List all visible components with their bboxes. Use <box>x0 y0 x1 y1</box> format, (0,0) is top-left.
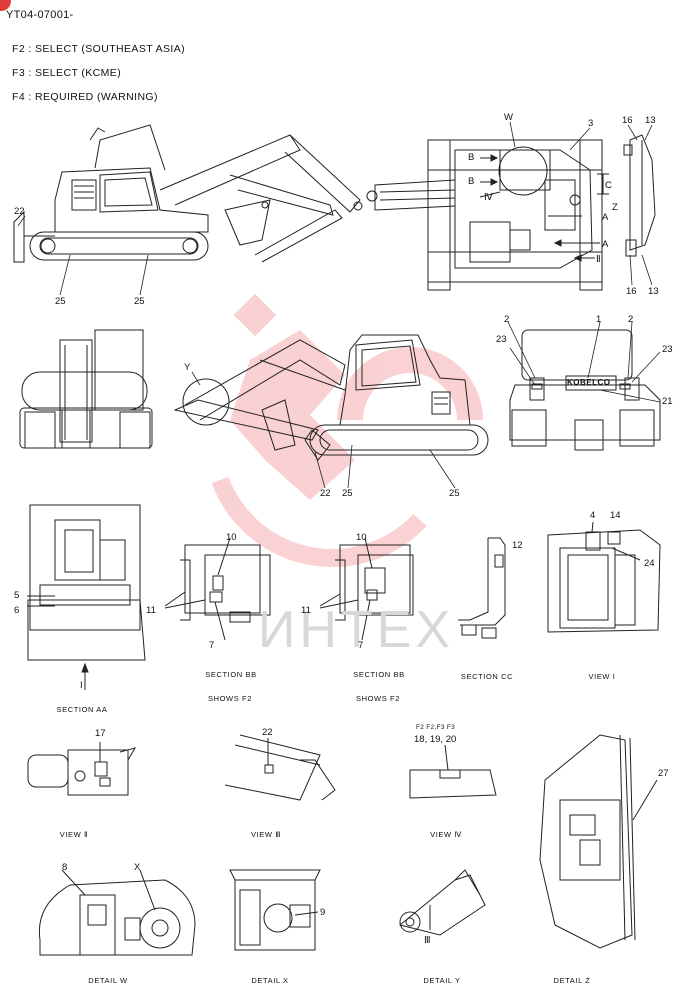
callout-25: 25 <box>55 296 66 307</box>
caption-detail-x: DETAIL X <box>251 976 289 985</box>
callout-y: Y <box>184 362 191 373</box>
callout-22: 22 <box>320 488 331 499</box>
callout-b: B <box>468 176 475 187</box>
callout-11: 11 <box>301 605 311 616</box>
caption-detail-y: DETAIL Y <box>423 976 461 985</box>
detail-x-drawing <box>229 869 321 951</box>
callout-16: 16 <box>622 115 633 126</box>
side-view-excavator <box>13 124 363 263</box>
section-bb-drawing-1 <box>164 537 271 641</box>
top-view-excavator <box>366 139 609 291</box>
callout-2: 2 <box>628 314 634 325</box>
note-f4: F4 : REQUIRED (WARNING) <box>12 91 158 103</box>
callout-11: 11 <box>146 605 156 616</box>
callout-17: 17 <box>95 728 106 739</box>
callout-iv: Ⅳ <box>484 192 493 203</box>
callout-6: 6 <box>14 605 20 616</box>
note-f3: F3 : SELECT (KCME) <box>12 67 122 79</box>
view-ii-drawing <box>27 742 137 796</box>
callout-27: 27 <box>658 768 669 779</box>
corner-marker <box>0 0 11 11</box>
callout-22: 22 <box>14 206 25 217</box>
callout-25: 25 <box>342 488 353 499</box>
callout-z: Z <box>612 202 618 213</box>
callout-iii: Ⅲ <box>424 935 431 946</box>
callout-16: 16 <box>626 286 637 297</box>
rear-view-right <box>509 329 661 451</box>
callout-13: 13 <box>648 286 659 297</box>
brand-label: KOBELCO <box>567 378 611 387</box>
caption-view-i: VIEW I <box>588 672 616 681</box>
callout-22: 22 <box>262 727 273 738</box>
counterweight-side <box>623 134 656 257</box>
rear-view-left <box>19 329 153 449</box>
callout-25: 25 <box>449 488 460 499</box>
callout-7: 7 <box>209 640 215 651</box>
caption-detail-z: DETAIL Z <box>553 976 591 985</box>
callout-24: 24 <box>644 558 655 569</box>
callout-c: C <box>605 180 612 191</box>
callout-4: 4 <box>590 510 596 521</box>
detail-y-drawing <box>398 869 486 936</box>
caption-section-aa: SECTION AA <box>56 705 108 714</box>
section-cc-drawing <box>458 537 506 639</box>
doc-code: YT04-07001- <box>6 9 74 21</box>
callout-14: 14 <box>610 510 621 521</box>
callout-x: X <box>134 862 141 873</box>
callout-2: 2 <box>504 314 510 325</box>
detail-w-drawing <box>38 869 196 956</box>
callout-23: 23 <box>496 334 507 345</box>
caption-view-iv: VIEW Ⅳ <box>430 830 462 839</box>
caption-view-iii: VIEW Ⅲ <box>250 830 282 839</box>
view-iii-drawing <box>224 734 336 801</box>
caption-view-ii: VIEW Ⅱ <box>59 830 89 839</box>
callout-7: 7 <box>358 640 364 651</box>
callout-i: I <box>80 680 83 691</box>
caption-section-bb: SECTION BB <box>205 670 257 679</box>
callout-12: 12 <box>512 540 523 551</box>
callout-13: 13 <box>645 115 656 126</box>
callout-w: W <box>504 112 513 123</box>
callout-10: 10 <box>226 532 237 543</box>
leader-lines <box>17 121 661 489</box>
callout-9: 9 <box>320 907 326 918</box>
callout-1: 1 <box>596 314 602 325</box>
caption-shows-f2: SHOWS F2 <box>356 694 400 703</box>
caption-detail-w: DETAIL W <box>88 976 128 985</box>
callout-21: 21 <box>662 396 673 407</box>
view-iv-drawing <box>409 744 497 799</box>
detail-z-drawing <box>539 734 658 949</box>
callout-a: A <box>602 239 609 250</box>
view-i-drawing <box>547 521 661 633</box>
section-bb-drawing-2 <box>319 537 414 641</box>
section-aa-drawing <box>27 504 146 690</box>
callout-5: 5 <box>14 590 20 601</box>
callout-a: A <box>602 212 609 223</box>
side-view-right <box>173 334 489 461</box>
watermark-logo <box>211 293 483 567</box>
callout-8: 8 <box>62 862 68 873</box>
callout-10: 10 <box>356 532 367 543</box>
callout-ii: Ⅱ <box>596 254 601 265</box>
callout-18-19-20: 18, 19, 20 <box>414 734 457 745</box>
f-code-header: F2 F2,F3 F3 <box>416 724 456 731</box>
callout-25: 25 <box>134 296 145 307</box>
watermark-text: ИНТЕХ <box>258 601 455 659</box>
callout-b: B <box>468 152 475 163</box>
callout-23: 23 <box>662 344 673 355</box>
caption-shows-f2: SHOWS F2 <box>208 694 252 703</box>
caption-section-cc: SECTION CC <box>460 672 514 681</box>
caption-section-bb: SECTION BB <box>353 670 405 679</box>
note-f2: F2 : SELECT (SOUTHEAST ASIA) <box>12 43 186 55</box>
callout-3: 3 <box>588 118 594 129</box>
